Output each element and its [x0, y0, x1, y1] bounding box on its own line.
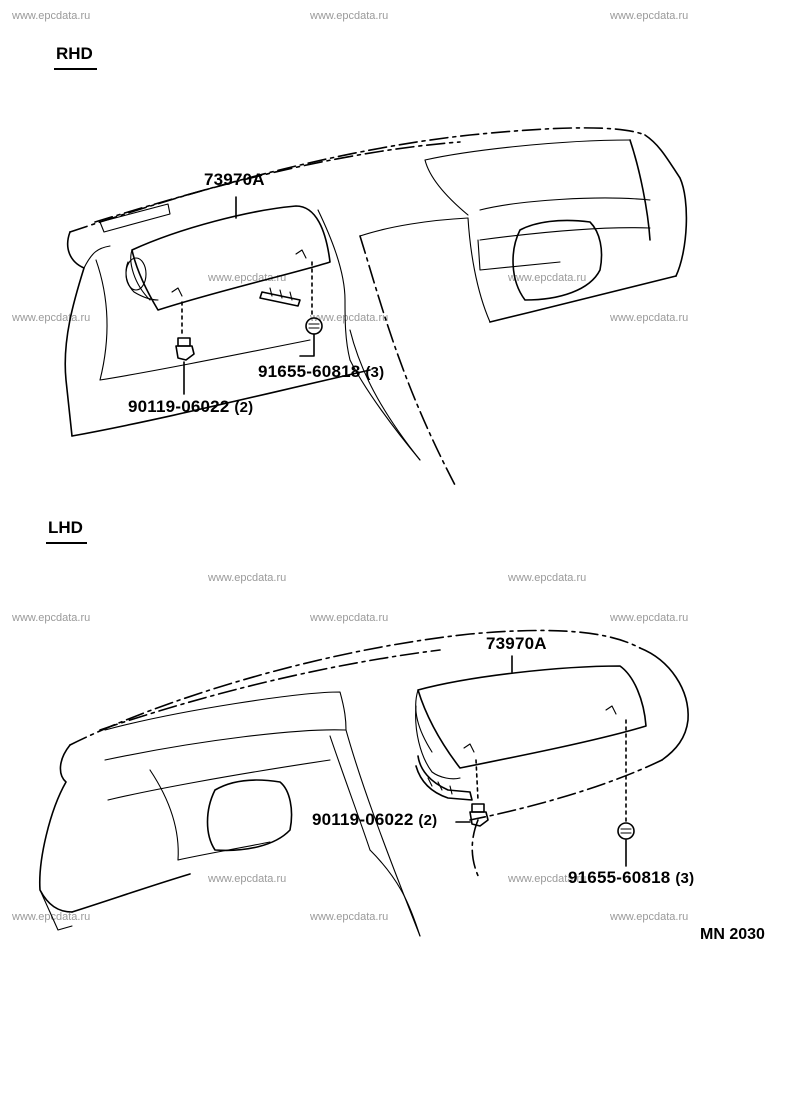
rhd-bolt-qty: (2) — [234, 399, 254, 416]
lhd-nut-icon — [617, 822, 635, 840]
rhd-nut-qty: (3) — [365, 364, 385, 381]
lhd-nut-part-label: 91655-60818 (3) — [568, 868, 694, 888]
watermark: www.epcdata.ru — [12, 612, 91, 624]
watermark: www.epcdata.ru — [12, 10, 91, 22]
watermark: www.epcdata.ru — [208, 572, 287, 584]
rhd-airbag-module — [125, 205, 331, 311]
watermark: www.epcdata.ru — [508, 873, 587, 885]
rhd-nut-icon — [305, 317, 323, 335]
lhd-bolt-qty: (2) — [418, 812, 438, 829]
watermark: www.epcdata.ru — [208, 272, 287, 284]
rhd-label-underline — [54, 68, 97, 70]
lhd-bolt-part-number: 90119-06022 — [312, 810, 414, 829]
rhd-leader-lines — [181, 196, 315, 395]
rhd-bolt-part-number: 90119-06022 — [128, 397, 230, 416]
rhd-section-label: RHD — [54, 44, 97, 70]
lhd-bolt-part-label: 90119-06022 (2) — [312, 810, 437, 830]
watermark: www.epcdata.ru — [508, 272, 587, 284]
watermark: www.epcdata.ru — [610, 612, 689, 624]
lhd-label-underline — [46, 542, 87, 544]
rhd-bolt-part-label: 90119-06022 (2) — [128, 397, 253, 417]
watermark: www.epcdata.ru — [310, 312, 389, 324]
rhd-airbag-part-number: 73970A — [204, 170, 265, 189]
rhd-nut-part-label: 91655-60818 (3) — [258, 362, 384, 382]
diagram-code: MN 2030 — [700, 926, 765, 943]
lhd-nut-qty: (3) — [675, 870, 695, 887]
rhd-dashboard-outline — [64, 127, 688, 486]
lhd-section-label: LHD — [46, 518, 87, 544]
lhd-leader-lines — [455, 655, 627, 867]
watermark: www.epcdata.ru — [310, 10, 389, 22]
rhd-label-text: RHD — [56, 44, 93, 63]
lhd-dashboard-outline — [38, 629, 689, 937]
watermark: www.epcdata.ru — [12, 911, 91, 923]
lhd-airbag-part-number: 73970A — [486, 634, 547, 653]
watermark: www.epcdata.ru — [610, 10, 689, 22]
lhd-nut-part-number: 91655-60818 — [568, 868, 671, 887]
watermark: www.epcdata.ru — [610, 911, 689, 923]
lhd-airbag-module — [415, 665, 647, 801]
rhd-nut-part-number: 91655-60818 — [258, 362, 361, 381]
lhd-label-text: LHD — [48, 518, 83, 537]
watermark: www.epcdata.ru — [508, 572, 587, 584]
watermark: www.epcdata.ru — [310, 612, 389, 624]
watermark: www.epcdata.ru — [610, 312, 689, 324]
watermark: www.epcdata.ru — [310, 911, 389, 923]
watermark: www.epcdata.ru — [208, 873, 287, 885]
lhd-bolt-icon — [469, 803, 489, 827]
rhd-bolt-icon — [175, 337, 195, 361]
